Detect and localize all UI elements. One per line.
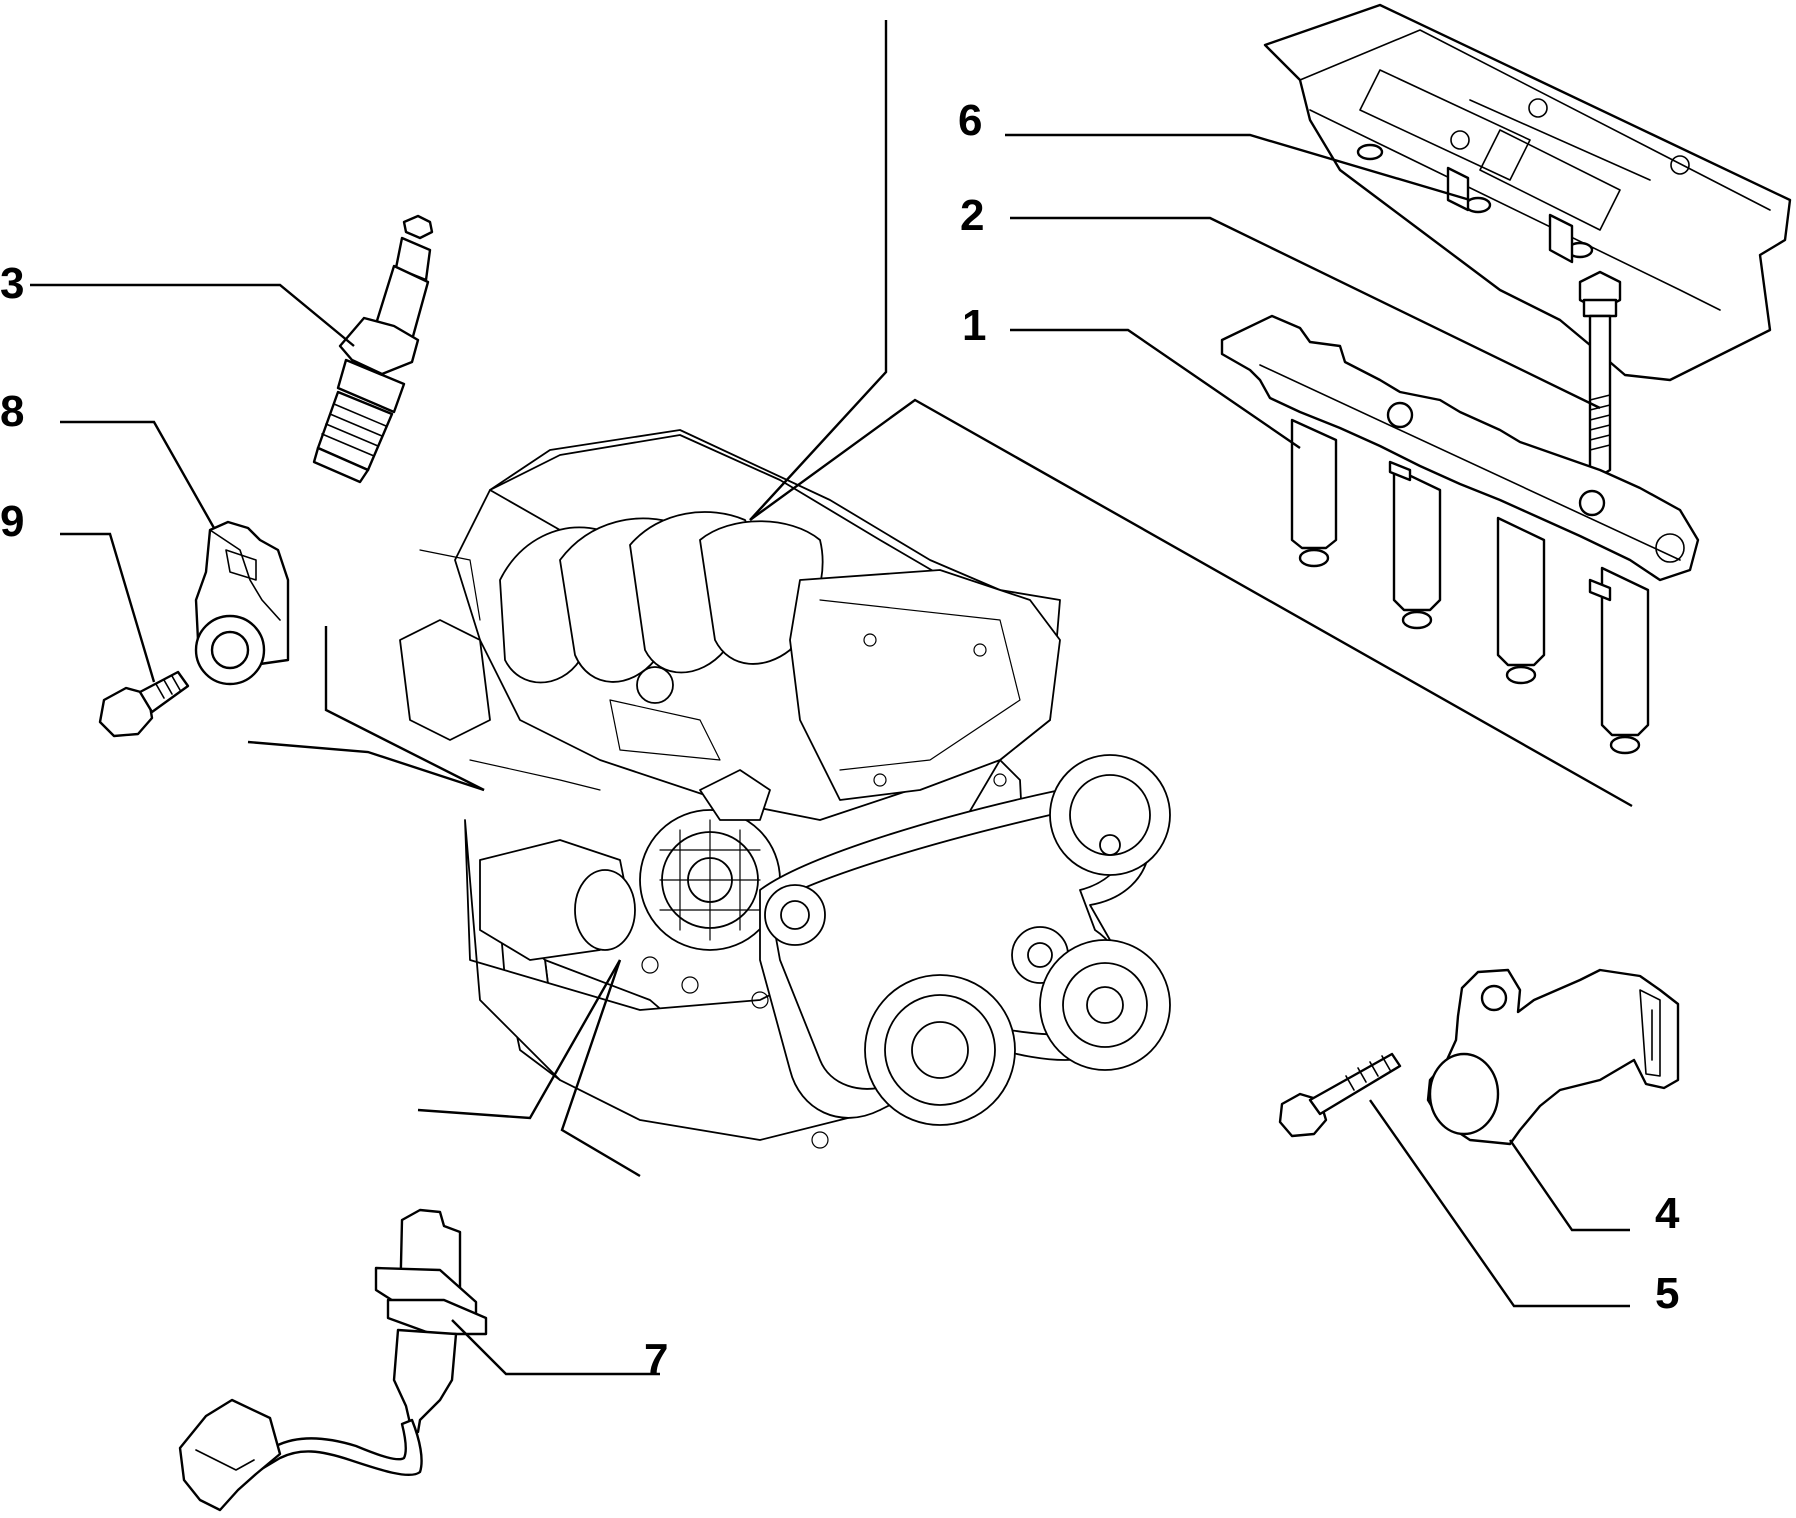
part-8-knock-sensor	[194, 520, 290, 686]
part-3-spark-plug	[312, 214, 434, 484]
callout-1: 1	[962, 301, 986, 350]
leader-2	[1010, 216, 1601, 410]
callout-2: 2	[960, 191, 984, 240]
leader-top-diagonal	[749, 398, 1633, 808]
leader-6	[1005, 133, 1471, 202]
leader-5	[1369, 1099, 1630, 1308]
part-2-bolt	[1578, 270, 1622, 478]
part-4-camshaft-sensor	[1426, 968, 1680, 1146]
part-5-bolt	[1278, 1052, 1402, 1138]
callout-4: 4	[1655, 1189, 1680, 1238]
part-9-bolt	[98, 670, 190, 738]
callout-8: 8	[0, 387, 24, 436]
leader-top-vertical	[749, 20, 888, 521]
callout-5: 5	[1655, 1269, 1679, 1318]
leader-left-upper	[324, 626, 485, 792]
leader-lower-1	[417, 959, 622, 1120]
leader-lower-2	[560, 959, 641, 1178]
engine-assembly	[399, 429, 1171, 1149]
leader-left-middle	[247, 740, 485, 792]
part-7-sensor-harness	[178, 1208, 488, 1512]
leader-9	[60, 532, 156, 683]
leader-4	[1509, 1139, 1630, 1232]
callout-3: 3	[0, 259, 24, 308]
part-1-ignition-coil-pack	[1220, 314, 1700, 755]
callout-numbers: 6 2 1 3 8 9 4 5 7	[0, 96, 1680, 1384]
leader-1	[1010, 328, 1301, 449]
leader-lines	[30, 20, 1633, 1376]
callout-9: 9	[0, 497, 24, 546]
part-6-ignition-coil-cover	[1263, 3, 1792, 382]
callout-6: 6	[958, 96, 982, 145]
leader-8	[60, 420, 216, 529]
callout-7: 7	[644, 1335, 668, 1384]
leader-3	[30, 283, 355, 347]
leader-7	[451, 1319, 660, 1376]
